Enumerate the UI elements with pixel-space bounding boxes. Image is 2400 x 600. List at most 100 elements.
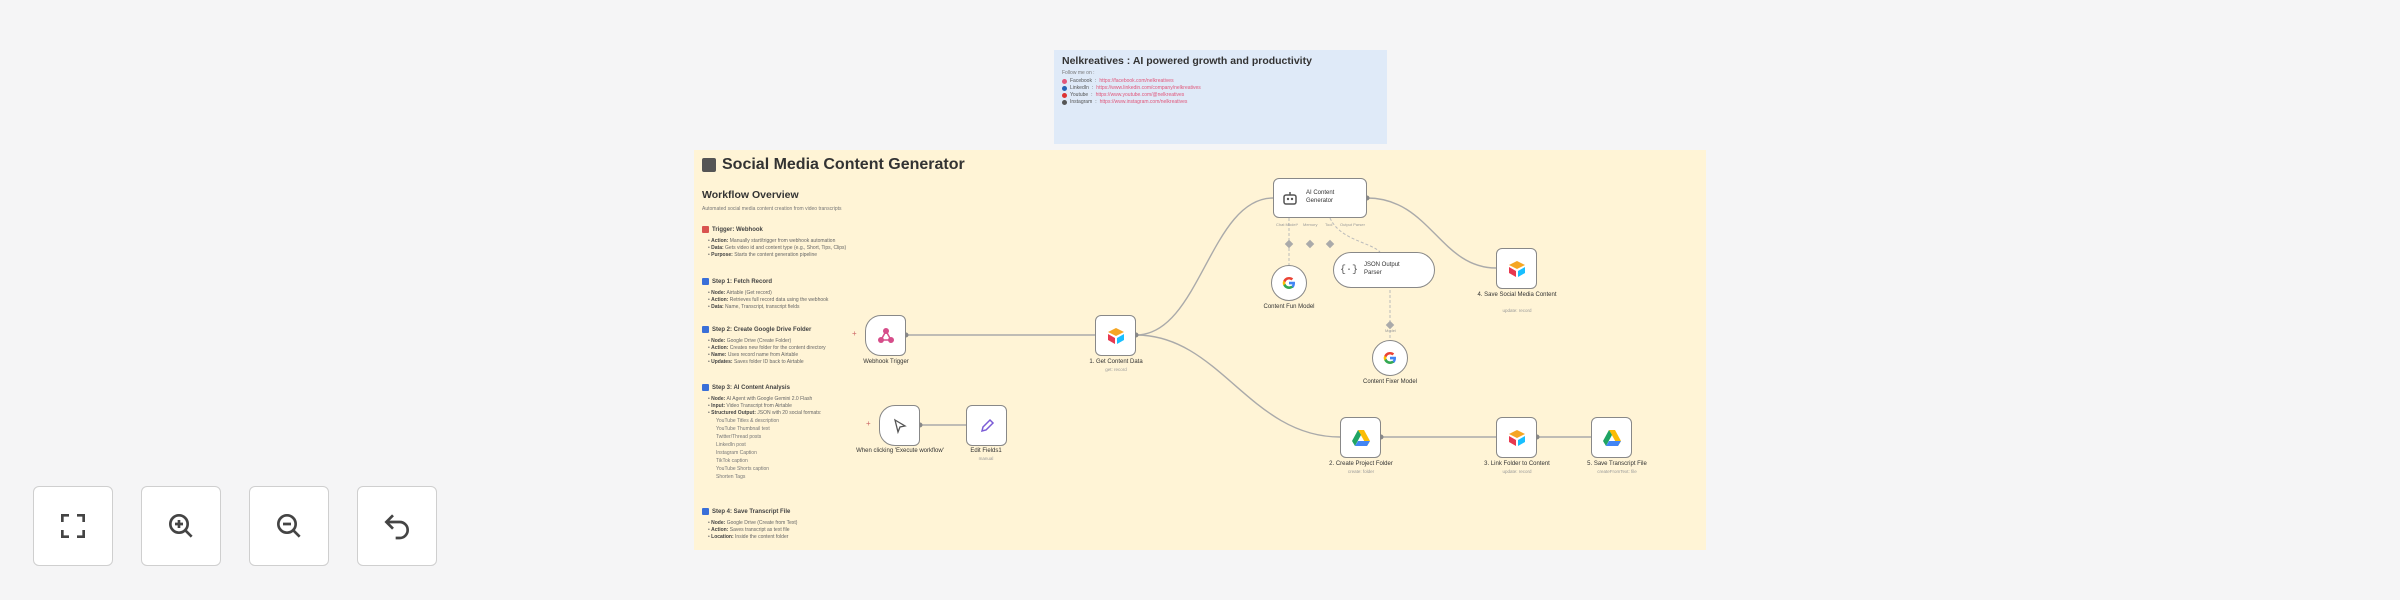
- list-subitem: Shorten Tags: [716, 474, 746, 480]
- undo-icon: [384, 514, 409, 540]
- port-label: Tool: [1325, 222, 1333, 227]
- node-webhook-trigger[interactable]: [865, 315, 906, 356]
- google-drive-icon: [1602, 429, 1621, 446]
- port-diamond: [1305, 239, 1315, 249]
- zoom-out-button[interactable]: [249, 486, 329, 566]
- fit-view-button[interactable]: [33, 486, 113, 566]
- webhook-icon: [877, 327, 894, 343]
- youtube-link[interactable]: https://www.youtube.com/@nelkreatives: [1095, 92, 1185, 98]
- node-sublabel: get: record: [1105, 367, 1127, 372]
- google-icon: [1383, 352, 1396, 364]
- robot-icon: [1283, 192, 1297, 205]
- list-item: • Node: AI Agent with Google Gemini 2.0 …: [708, 396, 813, 402]
- zoom-out-icon: [277, 514, 301, 538]
- instagram-link[interactable]: https://www.instagram.com/nelkreatives: [1099, 99, 1188, 105]
- connection-agent-save: [1366, 197, 1497, 269]
- airtable-icon: [1107, 327, 1124, 344]
- section-step-1: Step 1: Fetch Record: [702, 278, 772, 285]
- port-label: Output Parser: [1340, 222, 1365, 227]
- code-icon: {·}: [1340, 264, 1359, 276]
- list-item: • Data: Gets video id and content type (…: [708, 245, 847, 251]
- node-label: When clicking 'Execute workflow': [856, 448, 944, 454]
- node-link-folder[interactable]: [1496, 417, 1537, 458]
- list-subitem: YouTube Shorts caption: [716, 466, 770, 472]
- list-subitem: YouTube Thumbnail text: [716, 426, 770, 432]
- note-author-title: Nelkreatives : AI powered growth and pro…: [1062, 55, 1312, 67]
- list-item: • Action: Saves transcript as text file: [708, 527, 790, 533]
- list-subitem: LinkedIn post: [716, 442, 746, 448]
- node-save-transcript[interactable]: [1591, 417, 1632, 458]
- airtable-icon: [1508, 429, 1525, 446]
- section-step-3: Step 3: AI Content Analysis: [702, 384, 790, 391]
- node-inline-label: JSON Output Parser: [1364, 262, 1400, 276]
- node-manual-trigger[interactable]: [879, 405, 920, 446]
- file-icon: [702, 508, 709, 515]
- section-step-2: Step 2: Create Google Drive Folder: [702, 326, 811, 333]
- node-json-parser[interactable]: {·} JSON Output Parser: [1333, 252, 1435, 288]
- port-diamond: [1385, 320, 1395, 330]
- node-ai-agent[interactable]: AI Content Generator: [1273, 178, 1367, 218]
- section-step-4: Step 4: Save Transcript File: [702, 508, 790, 515]
- port-label: Model: [1385, 328, 1396, 333]
- node-label: 1. Get Content Data: [1089, 359, 1143, 365]
- linkedin-icon: [1062, 85, 1067, 91]
- sticky-note-overview[interactable]: Social Media Content Generator Workflow …: [694, 150, 1706, 550]
- link-row-instagram: Instagram: https://www.instagram.com/nel…: [1062, 99, 1187, 105]
- facebook-link[interactable]: https://facebook.com/nelkreatives: [1099, 78, 1174, 84]
- fit-view-icon: [61, 514, 85, 538]
- list-item: • Purpose: Starts the content generation…: [708, 252, 818, 258]
- clapper-icon: [702, 158, 716, 172]
- overview-description: Automated social media content creation …: [702, 206, 842, 212]
- link-row-linkedin: LinkedIn: https://www.linkedin.com/compa…: [1062, 85, 1201, 91]
- instagram-icon: [1062, 99, 1067, 105]
- google-icon: [1282, 277, 1295, 289]
- node-sublabel: create: folder: [1347, 469, 1375, 474]
- node-sublabel: update: record: [1502, 469, 1532, 474]
- robot-icon: [702, 384, 709, 391]
- list-item: • Location: Inside the content folder: [708, 534, 789, 540]
- reset-zoom-button[interactable]: [357, 486, 437, 566]
- list-subitem: Twitter/Thread posts: [716, 434, 762, 440]
- trigger-icon: [702, 226, 709, 233]
- zoom-in-button[interactable]: [141, 486, 221, 566]
- zoom-in-icon: [169, 514, 193, 538]
- node-sublabel: update: record: [1502, 308, 1532, 313]
- node-create-folder[interactable]: [1340, 417, 1381, 458]
- linkedin-link[interactable]: https://www.linkedin.com/company/nelkrea…: [1096, 85, 1201, 91]
- add-node-plus: +: [866, 419, 871, 428]
- list-item: • Node: Google Drive (Create Folder): [708, 338, 792, 344]
- node-chat-model[interactable]: [1271, 265, 1307, 301]
- overview-heading: Workflow Overview: [702, 189, 799, 201]
- step-icon: [702, 326, 709, 333]
- list-item: • Updates: Saves folder ID back to Airta…: [708, 359, 804, 365]
- node-fixer-model[interactable]: [1372, 340, 1408, 376]
- link-row-facebook: Facebook: https://facebook.com/nelkreati…: [1062, 78, 1174, 84]
- list-item: • Data: Name, Transcript, transcript fie…: [708, 304, 800, 310]
- sticky-note-author[interactable]: Nelkreatives : AI powered growth and pro…: [1054, 50, 1387, 144]
- connection-getcontent-folder: [1135, 334, 1341, 438]
- list-item: • Node: Google Drive (Create from Text): [708, 520, 798, 526]
- node-inline-label: AI Content Generator: [1306, 190, 1335, 204]
- google-drive-icon: [1351, 429, 1370, 446]
- node-label: Edit Fields1: [970, 448, 1002, 454]
- node-label: 2. Create Project Folder: [1329, 461, 1393, 467]
- pencil-icon: [980, 418, 994, 432]
- connection-getcontent-agent: [1135, 197, 1274, 336]
- note-author-subtitle: Follow me on :: [1062, 70, 1095, 76]
- facebook-icon: [1062, 78, 1067, 84]
- connection-agent-parser: [1329, 217, 1381, 253]
- add-node-plus: +: [852, 329, 857, 338]
- node-label: 5. Save Transcript File: [1587, 461, 1647, 467]
- airtable-icon: [1508, 260, 1525, 277]
- node-label: Content Fixer Model: [1362, 379, 1418, 385]
- list-item: • Name: Uses record name from Airtable: [708, 352, 799, 358]
- node-get-content[interactable]: [1095, 315, 1136, 356]
- node-save-social-content[interactable]: [1496, 248, 1537, 289]
- node-edit-fields[interactable]: [966, 405, 1007, 446]
- list-subitem: TikTok caption: [716, 458, 748, 464]
- port-diamond: [1325, 239, 1335, 249]
- node-label: Content Fun Model: [1263, 304, 1315, 310]
- port-label: Memory: [1303, 222, 1318, 227]
